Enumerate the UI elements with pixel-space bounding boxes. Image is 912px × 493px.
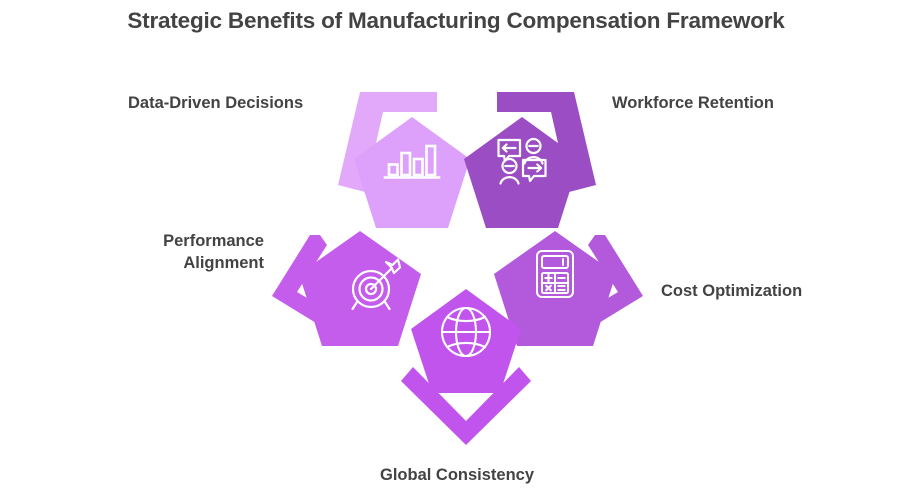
node-cost-optimization[interactable]	[494, 231, 643, 346]
label-global-consistency: Global Consistency	[380, 466, 535, 484]
feedback-conversation-icon	[497, 137, 547, 185]
pentagon-data-driven	[354, 117, 470, 228]
node-workforce-retention[interactable]	[464, 92, 596, 228]
node-performance-alignment[interactable]	[272, 231, 421, 346]
calculator-icon	[536, 250, 574, 298]
node-global-consistency[interactable]	[401, 289, 531, 445]
node-data-driven-decisions[interactable]	[338, 92, 470, 228]
bar-chart-icon	[383, 144, 441, 179]
globe-icon	[440, 306, 492, 358]
pentagon-global	[411, 289, 521, 393]
label-cost-optimization: Cost Optimization	[661, 282, 803, 300]
label-data-driven-decisions: Data-Driven Decisions	[128, 94, 304, 112]
accent-bracket-global	[401, 367, 531, 445]
page-title: Strategic Benefits of Manufacturing Comp…	[127, 8, 785, 33]
label-workforce-retention: Workforce Retention	[612, 94, 774, 112]
target-dart-icon	[351, 258, 402, 311]
label-performance-alignment: Performance Alignment	[163, 232, 264, 272]
